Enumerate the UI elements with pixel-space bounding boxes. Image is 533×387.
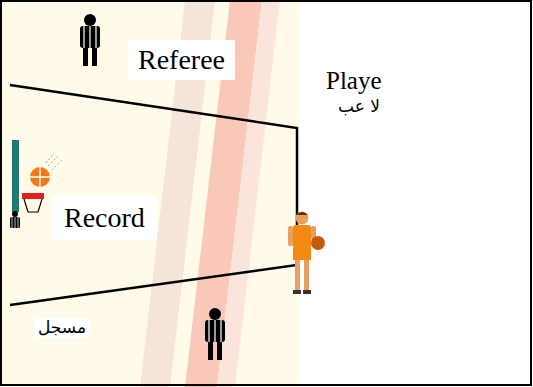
player-label-arabic: لا عب bbox=[334, 97, 384, 117]
recorder-label: Record bbox=[52, 196, 157, 240]
player-label: Playe bbox=[322, 66, 386, 97]
recorder-label-arabic: مسجل bbox=[34, 318, 90, 338]
referee-label: Referee bbox=[128, 40, 235, 80]
